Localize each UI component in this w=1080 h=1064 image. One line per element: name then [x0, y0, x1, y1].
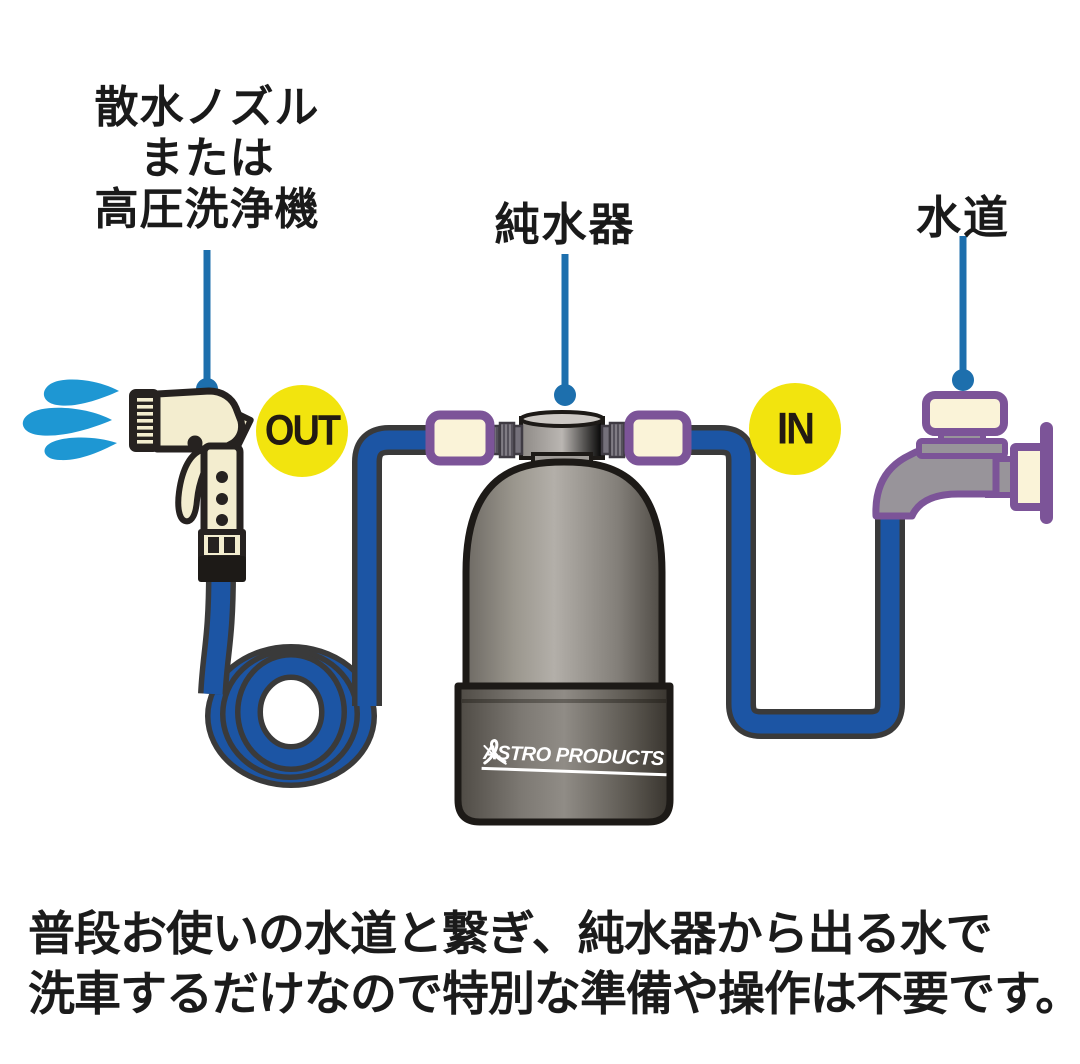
hose-coil-to-out	[352, 425, 440, 706]
caption-line1: 普段お使いの水道と繋ぎ、純水器から出る水で	[28, 907, 993, 960]
hose-fitting-in	[624, 410, 692, 466]
water-purifier-tank	[454, 410, 674, 826]
in-badge-text: IN	[777, 403, 815, 454]
hose-coil	[205, 644, 377, 788]
pointer-line-nozzle	[196, 250, 218, 400]
purifier-label: 純水器	[494, 199, 636, 250]
nozzle-label-line2: または	[139, 134, 275, 183]
nozzle-label-line1: 散水ノズル	[94, 83, 320, 132]
water-tap-illustration	[872, 391, 1053, 524]
hose-fitting-out	[425, 410, 495, 466]
caption: 普段お使いの水道と繋ぎ、純水器から出る水で 洗車するだけなので特別な準備や操作は…	[28, 904, 1080, 1024]
hose-in-to-faucet	[680, 425, 905, 739]
pointer-line-purifier	[554, 254, 576, 406]
pointer-line-tap	[952, 236, 974, 391]
tank-brand-text: ASTRO PRODUCTS	[481, 741, 668, 777]
tank-brand-logo: ASTRO PRODUCTS	[481, 738, 668, 780]
out-badge: OUT	[256, 385, 348, 477]
caption-line2: 洗車するだけなので特別な準備や操作は不要です。	[28, 967, 1080, 1020]
astro-products-logo-icon	[483, 739, 507, 765]
hose-nozzle-to-coil	[198, 571, 236, 695]
nozzle-label-line3: 高圧洗浄機	[94, 185, 320, 234]
nozzle-label: 散水ノズル または 高圧洗浄機	[40, 82, 374, 235]
water-drops-icon	[22, 379, 119, 461]
in-badge: IN	[749, 383, 841, 475]
out-badge-text: OUT	[264, 406, 341, 454]
spray-nozzle-illustration	[129, 387, 254, 582]
tap-label: 水道	[915, 192, 1010, 243]
